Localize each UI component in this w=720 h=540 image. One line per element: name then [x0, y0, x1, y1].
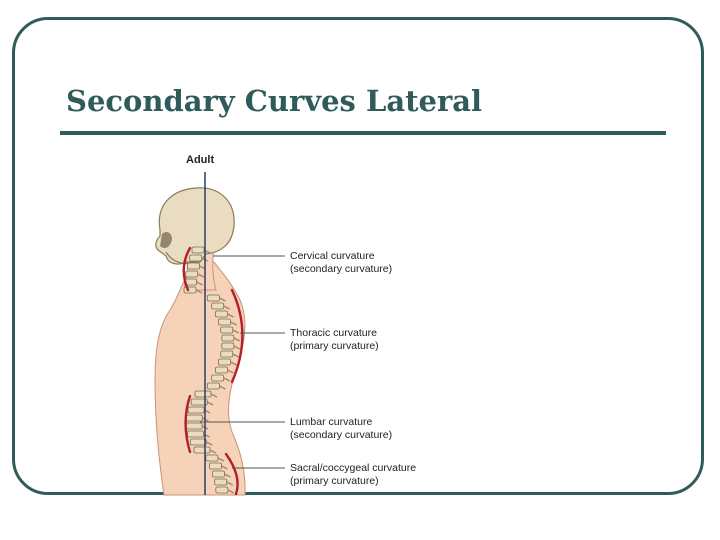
vertebra: [189, 438, 207, 446]
spinous-process: [227, 313, 234, 318]
spinous-process: [223, 377, 230, 382]
vertebra: [211, 302, 225, 310]
vertebra: [218, 358, 231, 366]
thoracic-curve-line: [230, 288, 244, 384]
vertebra: [185, 414, 203, 422]
spinous-process: [221, 465, 228, 470]
spinous-process: [232, 329, 240, 334]
label-sacral: Sacral/coccygeal curvature (primary curv…: [290, 462, 416, 488]
spinous-process: [227, 369, 234, 374]
vertebra: [187, 406, 205, 414]
vertebra: [218, 318, 231, 326]
label-cervical-name: Cervical curvature: [290, 250, 375, 262]
spinous-process: [226, 481, 234, 486]
vertebra: [212, 470, 225, 478]
spinous-process: [197, 273, 205, 278]
body-silhouette: [154, 261, 246, 496]
spinous-process: [217, 457, 225, 462]
vertebra: [185, 422, 203, 430]
vertebra: [215, 366, 228, 374]
vertebra: [187, 430, 204, 438]
vertebra: [185, 270, 199, 278]
spinous-process: [223, 305, 230, 310]
spinous-process: [206, 401, 214, 406]
vertebra: [209, 462, 222, 470]
label-cervical-sub: (secondary curvature): [290, 263, 393, 275]
vertebra: [221, 342, 235, 350]
label-thoracic-sub: (primary curvature): [290, 340, 379, 352]
cervical-curve-line: [182, 246, 192, 292]
spinous-process: [205, 441, 213, 446]
label-thoracic-name: Thoracic curvature: [290, 327, 377, 339]
vertebra: [189, 254, 203, 262]
spinous-process: [233, 345, 241, 350]
spinous-process: [195, 289, 203, 294]
spinous-process: [230, 321, 237, 326]
vertebra: [206, 294, 220, 302]
title-divider: [60, 131, 666, 135]
spinous-process: [232, 353, 240, 358]
spinous-process: [224, 473, 231, 478]
vertebra: [183, 286, 197, 294]
label-lumbar: Lumbar curvature (secondary curvature): [290, 416, 392, 442]
vertebra: [215, 310, 228, 318]
spinous-process: [230, 361, 237, 366]
spinous-process: [227, 489, 235, 494]
slide-title: Secondary Curves Lateral: [66, 84, 483, 118]
spinous-process: [209, 449, 217, 454]
lumbar-curve-line: [184, 394, 192, 454]
vertebra: [221, 334, 235, 342]
vertebra: [215, 486, 229, 494]
label-lumbar-name: Lumbar curvature: [290, 416, 373, 428]
label-lumbar-sub: (secondary curvature): [290, 429, 393, 441]
vertebra: [220, 350, 234, 358]
vertebra: [214, 478, 228, 486]
label-cervical: Cervical curvature (secondary curvature): [290, 250, 392, 276]
vertebra: [205, 454, 219, 462]
spinous-process: [210, 393, 218, 398]
spinous-process: [219, 297, 226, 302]
slide-frame: [12, 17, 704, 495]
sacral-curve-line: [224, 452, 239, 496]
vertebra: [220, 326, 234, 334]
vertebra: [193, 446, 211, 454]
vertebra: [211, 374, 225, 382]
label-sacral-sub: (primary curvature): [290, 475, 379, 487]
skull: [155, 187, 235, 265]
figure-title: Adult: [186, 154, 215, 166]
spinous-process: [196, 281, 203, 286]
spinous-process: [219, 385, 226, 390]
vertebra: [191, 246, 205, 254]
spinous-process: [233, 337, 241, 342]
label-sacral-name: Sacral/coccygeal curvature: [290, 462, 417, 474]
label-thoracic: Thoracic curvature (primary curvature): [290, 327, 379, 353]
vertebra: [206, 382, 220, 390]
vertebra: [194, 390, 212, 398]
vertebra: [187, 262, 200, 270]
skull-face-shadow: [160, 232, 172, 248]
